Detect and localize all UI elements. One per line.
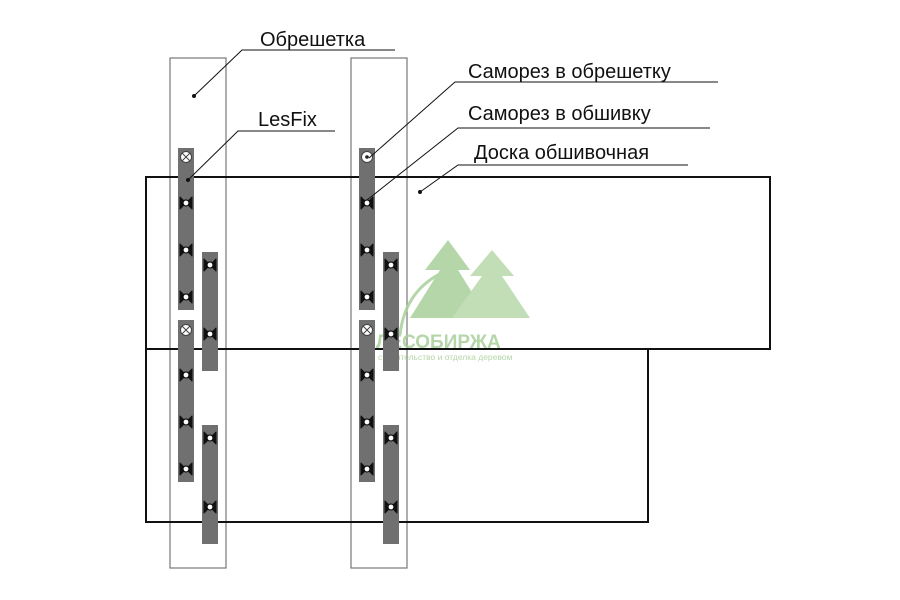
watermark-logo-arc-icon	[398, 268, 449, 336]
lesfix-strip	[359, 148, 375, 310]
label-lesfix: LesFix	[258, 109, 317, 131]
screw-cladding-icon	[179, 462, 193, 476]
screw-cladding-icon	[360, 290, 374, 304]
screw-cladding-icon	[203, 431, 217, 445]
label-cladding-board: Доска обшивочная	[474, 142, 649, 164]
watermark: ЛЕСОБИРЖА строительство и отделка дерево…	[376, 240, 530, 362]
batten-left	[169, 57, 227, 569]
lesfix-strip	[383, 252, 399, 371]
lesfix-strip	[383, 425, 399, 544]
screw-cladding-icon	[384, 258, 398, 272]
screws-into-cladding	[179, 196, 398, 514]
lesfix-strip	[178, 320, 194, 482]
watermark-tree-right-icon	[452, 250, 530, 318]
leader-lines	[187, 49, 718, 201]
leader-screw-batten	[368, 81, 718, 159]
screw-cladding-icon	[203, 500, 217, 514]
leader-dot	[186, 178, 190, 182]
screw-cladding-icon	[360, 462, 374, 476]
leader-dots	[186, 94, 422, 194]
screw-cladding-icon	[360, 243, 374, 257]
lesfix-strips	[178, 148, 399, 544]
screw-batten-icon	[361, 324, 373, 336]
screw-cladding-icon	[179, 243, 193, 257]
screw-cladding-icon	[384, 431, 398, 445]
screw-cladding-icon	[360, 368, 374, 382]
leader-batten	[193, 49, 395, 97]
screw-cladding-icon	[203, 258, 217, 272]
screw-cladding-icon	[360, 415, 374, 429]
lesfix-strip	[202, 425, 218, 544]
labels: Обрешетка LesFix Саморез в обрешетку Сам…	[258, 29, 671, 164]
label-screw-cladding: Саморез в обшивку	[468, 103, 651, 125]
screw-cladding-icon	[179, 415, 193, 429]
screw-cladding-icon	[179, 290, 193, 304]
lesfix-strip	[178, 148, 194, 310]
screw-cladding-icon	[179, 368, 193, 382]
screw-cladding-icon	[203, 327, 217, 341]
screw-batten-icon	[361, 151, 373, 163]
leader-dot	[192, 94, 196, 98]
watermark-brand: ЛЕСОБИРЖА	[376, 332, 501, 353]
batten-right	[350, 57, 408, 569]
leader-dot	[418, 190, 422, 194]
screw-batten-icon	[180, 324, 192, 336]
leader-cladding-board	[419, 164, 688, 193]
screw-cladding-icon	[384, 327, 398, 341]
screw-batten-icon	[180, 151, 192, 163]
lesfix-strip	[359, 320, 375, 482]
label-batten: Обрешетка	[260, 29, 366, 51]
screws-into-batten	[180, 151, 373, 336]
leader-lesfix	[187, 130, 335, 181]
label-screw-batten: Саморез в обрешетку	[468, 61, 671, 83]
battens	[169, 57, 408, 569]
leader-screw-cladding	[366, 127, 710, 201]
screw-cladding-icon	[179, 196, 193, 210]
screw-cladding-icon	[384, 500, 398, 514]
watermark-tagline: строительство и отделка деревом	[378, 352, 513, 362]
screw-cladding-icon	[360, 196, 374, 210]
lesfix-strip	[202, 252, 218, 371]
